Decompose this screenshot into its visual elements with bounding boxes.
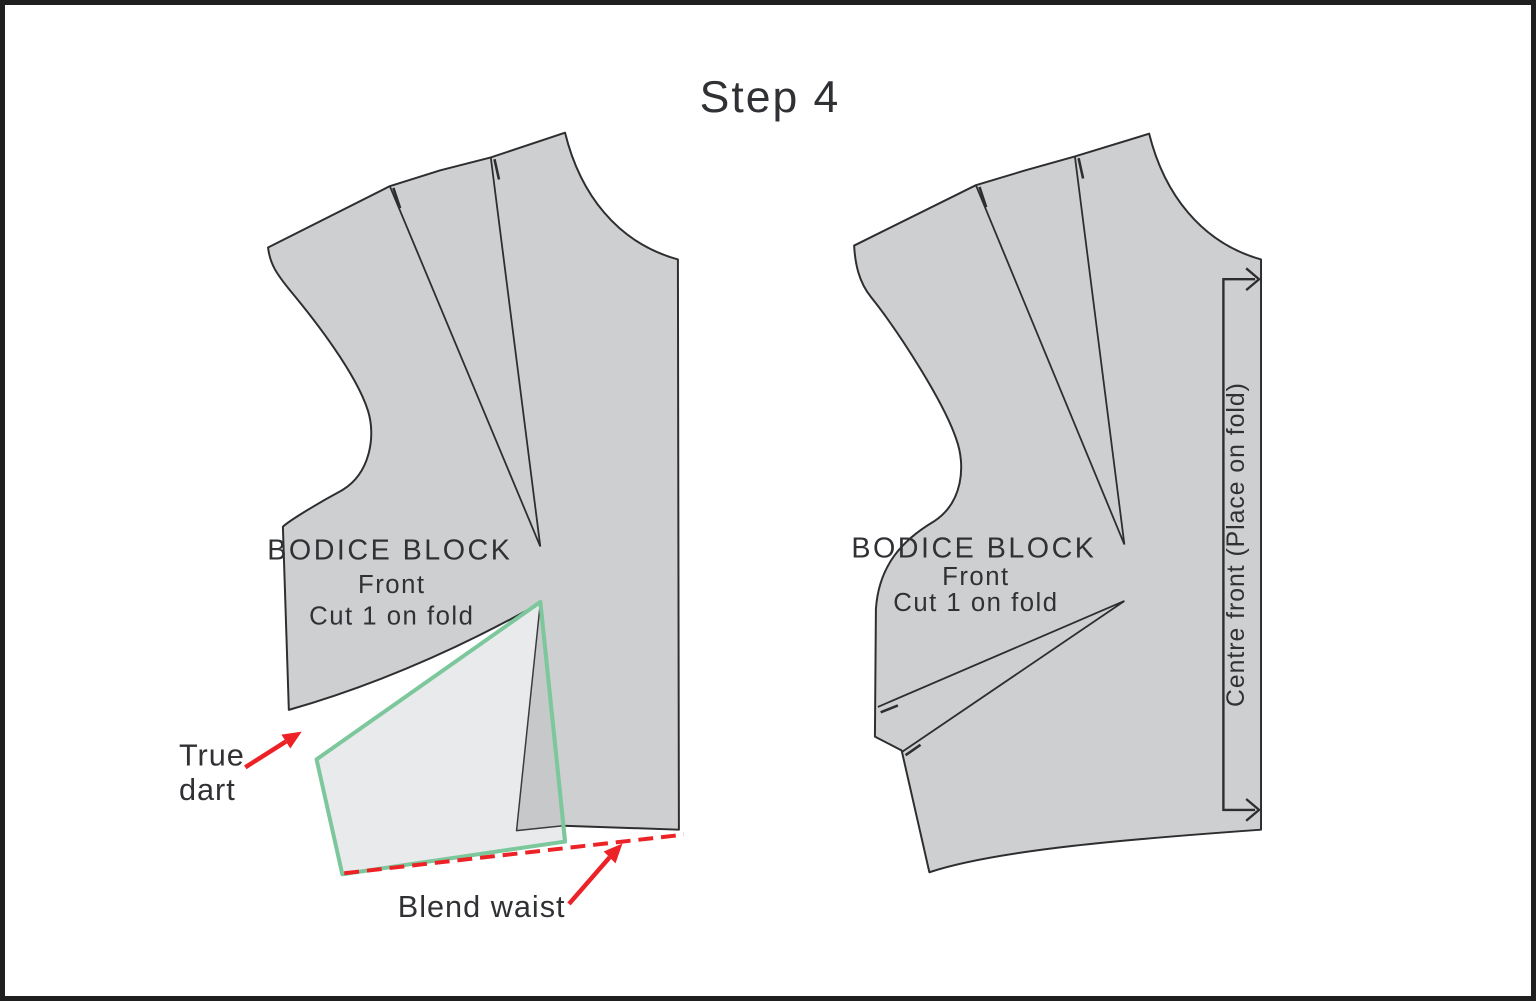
blend-waist-dashed-line (344, 832, 685, 876)
left-pattern-piece: BODICE BLOCK Front Cut 1 on fold (267, 131, 685, 877)
true-dart-label-line1: True (179, 737, 245, 772)
left-piece-cutting-note: Cut 1 on fold (309, 603, 474, 631)
right-shoulder-dart-lines (975, 156, 1126, 545)
left-piece-outline (267, 131, 680, 831)
left-shoulder-dart-notches (392, 158, 501, 209)
flap-right-green-edge (538, 599, 568, 844)
blend-waist-arrow-shaft (567, 855, 612, 906)
fold-bracket (1222, 278, 1256, 812)
centre-front-fold-label: Centre front (Place on fold) (1223, 382, 1250, 707)
left-piece-title: BODICE BLOCK (267, 534, 512, 566)
true-dart-arrow-shaft (244, 739, 288, 770)
right-shoulder-dart-notches (978, 157, 1085, 208)
right-side-dart-lines (877, 600, 1125, 753)
true-dart-label-line2: dart (179, 772, 236, 807)
right-piece-subtitle: Front (942, 563, 1010, 591)
step-title: Step 4 (700, 73, 841, 122)
right-piece-title: BODICE BLOCK (851, 532, 1096, 564)
right-pattern-piece: Centre front (Place on fold) BODICE BLOC… (851, 132, 1263, 874)
annotation-blend-waist: Blend waist (398, 843, 623, 924)
left-shoulder-dart-lines (388, 157, 542, 547)
annotation-true-dart: True dart (179, 731, 302, 807)
right-side-dart-notches (880, 704, 922, 757)
pattern-diagram: Step 4 BODICE BLOCK Front Cut 1 on fold (179, 73, 1263, 924)
left-piece-subtitle: Front (358, 571, 425, 599)
true-dart-arrow-head (281, 731, 302, 749)
blend-waist-label: Blend waist (398, 889, 566, 924)
fold-bracket-bottom-arrowhead (1245, 798, 1261, 822)
blend-waist-arrow-head (603, 843, 623, 864)
fold-bracket-top-arrowhead (1245, 267, 1261, 292)
right-piece-outline (853, 132, 1263, 874)
right-piece-cutting-note: Cut 1 on fold (893, 589, 1058, 617)
